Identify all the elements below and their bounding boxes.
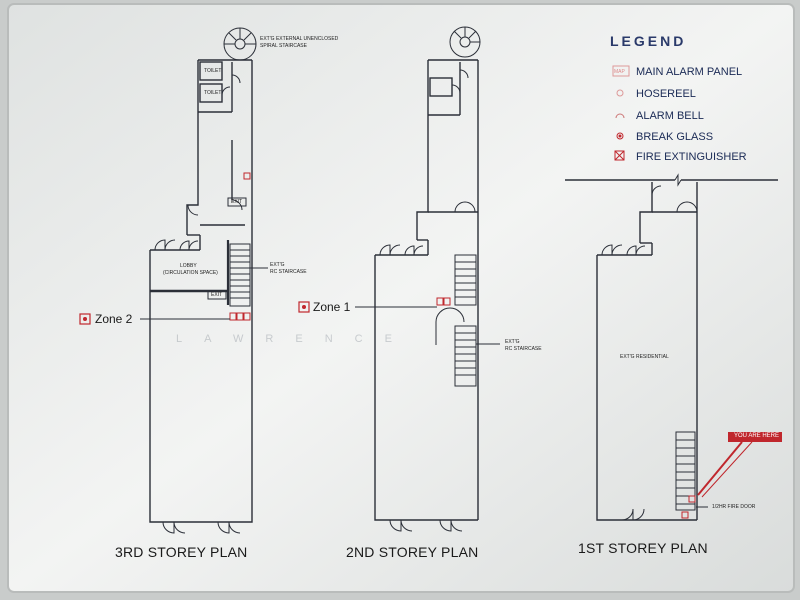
third-storey-plan-title: 3RD STOREY PLAN [115, 544, 248, 560]
legend-item-hosereel: HOSEREEL [636, 88, 696, 100]
third-storey-spiral-staircase [223, 27, 257, 61]
fire-door-label: 1/2HR FIRE DOOR [712, 504, 756, 510]
first-storey-outline [565, 173, 778, 521]
third-stair-note-1: EXT'G [270, 262, 285, 268]
second-storey-plan-title: 2ND STOREY PLAN [346, 544, 479, 560]
legend-item-alarm-bell: ALARM BELL [636, 110, 704, 122]
first-storey-doors [601, 185, 698, 521]
third-spiral-note-line-1: EXT'G EXTERNAL UNENCLOSED [260, 36, 339, 42]
zone-1-label: Zone 1 [313, 300, 351, 314]
exit-signs [207, 197, 247, 300]
zone-2-break-glass-marker [79, 313, 91, 325]
watermark: LAWRENCE [176, 333, 414, 345]
hosereel-icon [616, 89, 624, 97]
legend-item-break-glass: BREAK GLASS [636, 131, 714, 143]
zone-leader-lines [140, 267, 500, 345]
alarm-bell-icon [615, 113, 625, 119]
third-exit-sign-upper: EXIT [231, 199, 243, 205]
second-storey-spiral-staircase [449, 26, 481, 58]
legend-icons [612, 65, 630, 161]
main-alarm-panel-icon [612, 65, 630, 77]
third-lobby-label-2: (CIRCULATION SPACE) [163, 270, 218, 276]
second-storey-doors [379, 69, 476, 532]
first-storey-staircase [675, 431, 696, 511]
equipment-markers [229, 172, 696, 519]
you-are-here-pointer [697, 432, 782, 498]
third-exit-sign-lobby: EXIT [211, 292, 223, 298]
first-storey-plan-title: 1ST STOREY PLAN [578, 540, 708, 556]
legend-item-main-alarm-panel: MAIN ALARM PANEL [636, 66, 743, 78]
third-storey-outline [149, 59, 253, 523]
you-are-here-label: YOU ARE HERE [734, 433, 780, 439]
third-toilet-1-label: TOILET [204, 68, 222, 74]
fire-extinguisher-icon [614, 150, 625, 161]
second-stair-note-1: EXT'G [505, 339, 520, 345]
third-stair-note-2: RC STAIRCASE [270, 269, 307, 275]
second-storey-outline [374, 59, 479, 521]
third-storey-rc-staircase [229, 243, 251, 307]
third-spiral-note-line-2: SPIRAL STAIRCASE [260, 43, 307, 49]
main-alarm-panel-code: MAP [614, 69, 625, 75]
third-lobby-label-1: LOBBY [180, 263, 197, 269]
legend-item-fire-extinguisher: FIRE EXTINGUISHER [636, 151, 747, 163]
legend-title: LEGEND [610, 33, 687, 49]
zone-1-break-glass-marker [298, 301, 310, 313]
break-glass-icon [616, 132, 624, 140]
first-residential-label: EXT'G RESIDENTIAL [620, 354, 669, 360]
second-stair-note-2: RC STAIRCASE [505, 346, 542, 352]
second-storey-rc-staircase [435, 254, 477, 387]
zone-2-label: Zone 2 [95, 312, 133, 326]
third-toilet-2-label: TOILET [204, 90, 222, 96]
third-storey-doors [154, 74, 243, 534]
